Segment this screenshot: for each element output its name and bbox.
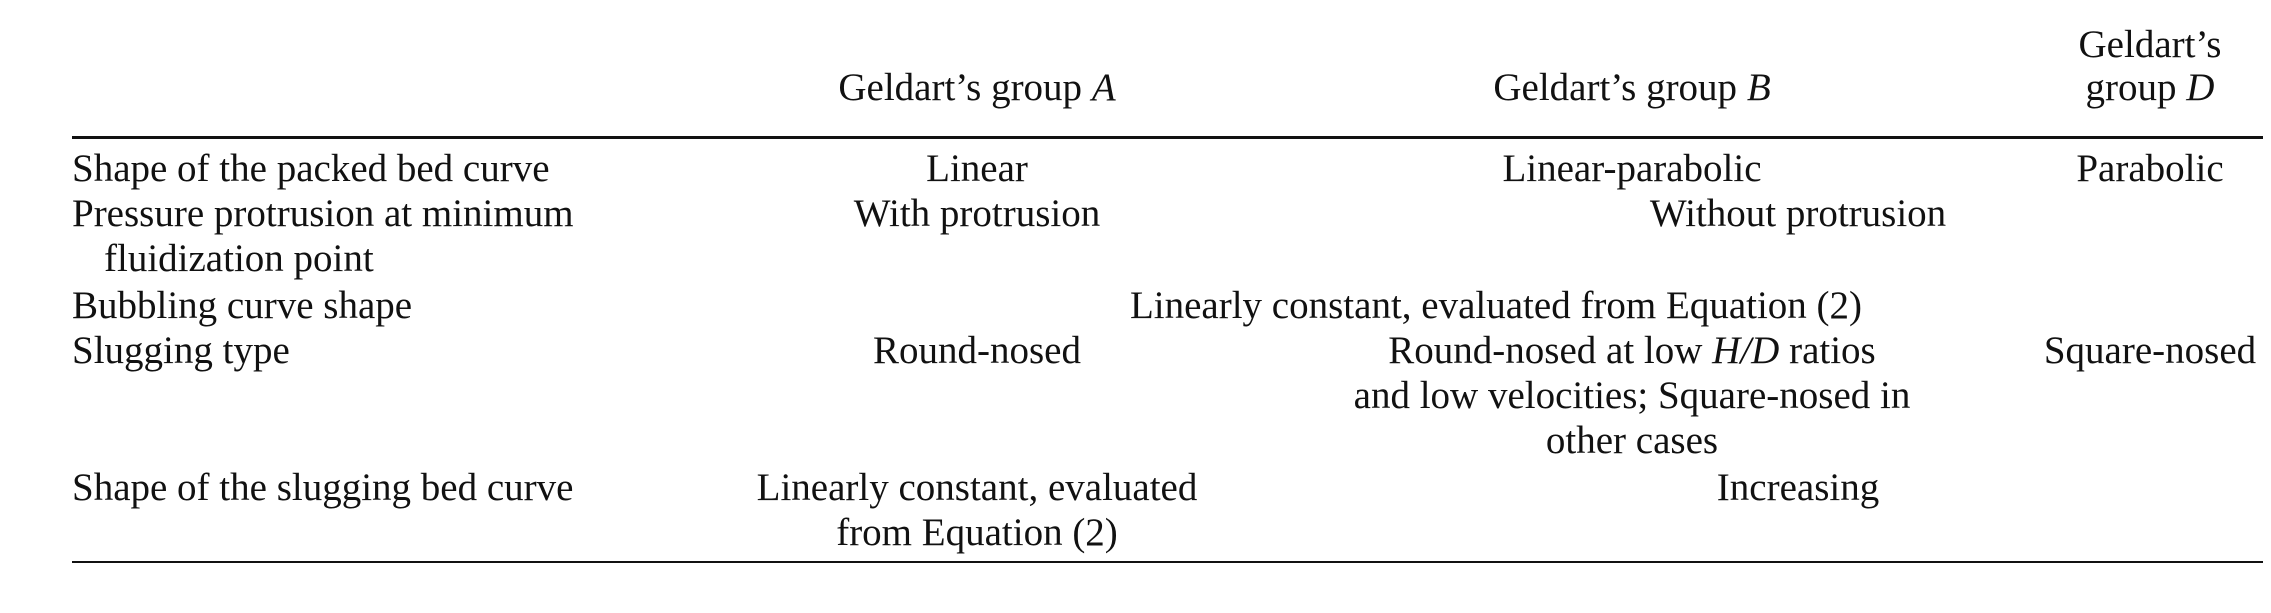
header-group-a: Geldart’s group A [838, 65, 1115, 110]
header-group-d-line1: Geldart’s [2078, 23, 2222, 66]
header-group-b: Geldart’s group B [1493, 65, 1770, 110]
cell: from Equation (2) [836, 511, 1118, 554]
cell: Linear-parabolic [1502, 147, 1762, 190]
cell: Parabolic [2076, 147, 2224, 190]
top-rule [72, 136, 2263, 139]
cell: Round-nosed at low H/D ratios [1388, 328, 1875, 373]
cell: and low velocities; Square-nosed in [1353, 374, 1911, 417]
cell: With protrusion [853, 192, 1101, 235]
row-label: Shape of the packed bed curve [72, 147, 550, 190]
cell: Increasing [1716, 466, 1880, 509]
row-label: Slugging type [72, 329, 290, 372]
header-italic: D [2186, 66, 2215, 109]
cell: Round-nosed [873, 329, 1081, 372]
header-group-d-line2: group D [2086, 65, 2215, 110]
header-text: Geldart’s group [838, 66, 1092, 109]
header-text: Geldart’s group [1493, 66, 1747, 109]
cell-text: Round-nosed at low [1388, 329, 1713, 372]
cell: Linearly constant, evaluated [756, 466, 1198, 509]
row-label: Shape of the slugging bed curve [72, 466, 574, 509]
cell: Without protrusion [1649, 192, 1947, 235]
row-label: Pressure protrusion at minimum [72, 192, 574, 235]
cell-italic: H/D [1712, 329, 1780, 372]
cell: other cases [1545, 419, 1719, 462]
header-text: group [2085, 66, 2187, 109]
row-label: Bubbling curve shape [72, 284, 413, 327]
header-italic: B [1746, 66, 1771, 109]
row-label-continued: fluidization point [104, 237, 374, 280]
cell: Linearly constant, evaluated from Equati… [1129, 284, 1863, 327]
bottom-rule [72, 561, 2263, 563]
header-italic: A [1091, 66, 1116, 109]
cell: Linear [926, 147, 1028, 190]
cell-text: ratios [1779, 329, 1876, 372]
cell: Square-nosed [2043, 329, 2257, 372]
